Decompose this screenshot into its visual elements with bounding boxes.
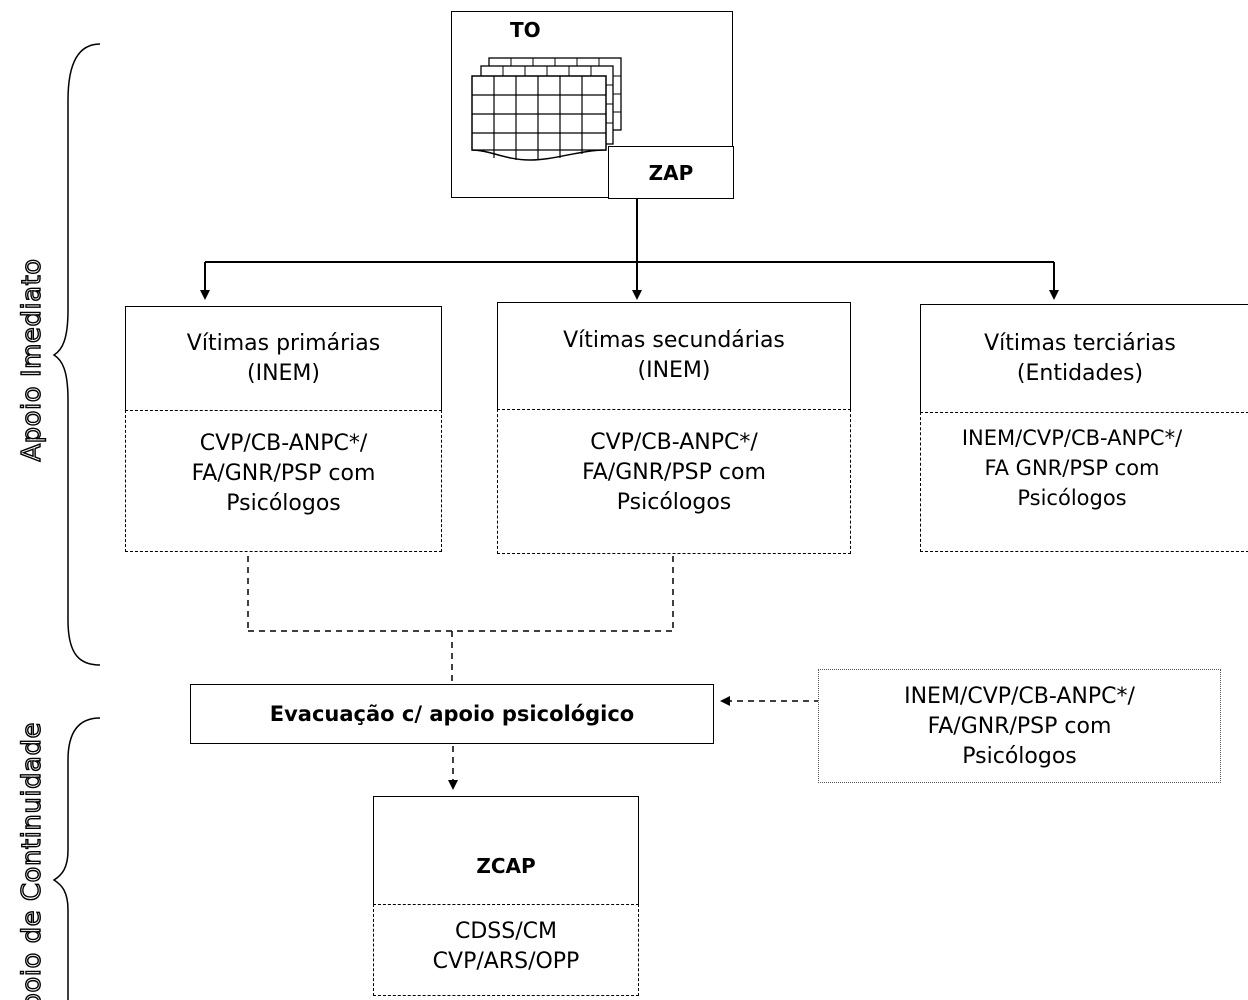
grid-icon [471,57,622,161]
brace-continuity [52,717,101,1000]
team-line: INEM/CVP/CB-ANPC*/ [961,426,1183,450]
team-line: Psicólogos [1017,486,1127,510]
victims-secondary-sub: (INEM) [637,358,711,383]
evacuation-support-box: INEM/CVP/CB-ANPC*/ FA/GNR/PSP com Psicól… [818,669,1221,783]
victims-primary-header: Vítimas primárias (INEM) [125,306,442,410]
dashed-connectors [247,556,820,790]
zcap-group: ZCAP CDSS/CM CVP/ARS/OPP [373,796,639,996]
evacuation-box: Evacuação c/ apoio psicológico [190,684,714,744]
team-line: FA/GNR/PSP com [191,461,376,486]
side-label-continuity: Apoio de Continuidade [16,721,47,1000]
victims-primary-sub: (INEM) [247,360,320,386]
victims-tertiary-sub: (Entidades) [1016,360,1144,386]
team-line: FA GNR/PSP com [984,456,1160,480]
victims-secondary-group: Vítimas secundárias (INEM) CVP/CB-ANPC*/… [497,302,851,554]
side-label-immediate-wrap: Apoio Imediato [16,50,48,670]
support-line: Psicólogos [962,744,1077,769]
zap-box: ZAP [608,146,734,199]
brace-immediate [52,43,101,666]
zcap-team-line: CDSS/CM [455,919,557,944]
side-label-immediate: Apoio Imediato [16,258,47,463]
team-line: CVP/CB-ANPC*/ [590,430,758,455]
victims-primary-teams: CVP/CB-ANPC*/ FA/GNR/PSP com Psicólogos [125,410,442,552]
zcap-title: ZCAP [373,796,639,904]
victims-secondary-header: Vítimas secundárias (INEM) [497,302,851,409]
to-box: TO [451,11,733,198]
victims-primary-group: Vítimas primárias (INEM) CVP/CB-ANPC*/ F… [125,306,442,552]
team-line: Psicólogos [616,490,732,515]
team-line: CVP/CB-ANPC*/ [199,431,368,456]
team-line: FA/GNR/PSP com [582,460,766,485]
support-line: INEM/CVP/CB-ANPC*/ [904,684,1135,709]
support-line: FA/GNR/PSP com [927,714,1112,739]
solid-connectors [200,198,1059,300]
zcap-teams: CDSS/CM CVP/ARS/OPP [373,904,639,996]
side-label-continuity-wrap: Apoio de Continuidade [16,680,48,1000]
victims-secondary-teams: CVP/CB-ANPC*/ FA/GNR/PSP com Psicólogos [497,409,851,554]
team-line: Psicólogos [226,491,341,516]
zcap-team-line: CVP/ARS/OPP [432,949,580,974]
to-title: TO [510,18,541,42]
victims-tertiary-group: Vítimas terciárias (Entidades) INEM/CVP/… [920,304,1248,552]
victims-tertiary-teams: INEM/CVP/CB-ANPC*/ FA GNR/PSP com Psicól… [920,412,1248,552]
victims-tertiary-header: Vítimas terciárias (Entidades) [920,304,1248,412]
victims-secondary-title: Vítimas secundárias [563,328,785,353]
victims-primary-title: Vítimas primárias [186,330,381,356]
victims-tertiary-title: Vítimas terciárias [984,330,1176,356]
